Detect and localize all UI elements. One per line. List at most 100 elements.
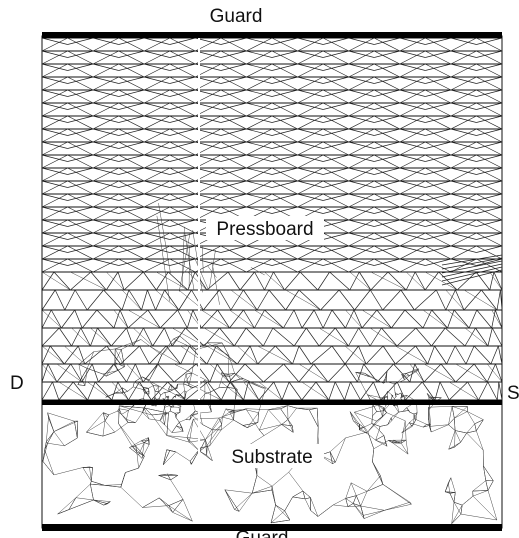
mesh-edge xyxy=(438,271,458,291)
mesh-edge xyxy=(166,435,190,443)
mesh-edge xyxy=(383,435,387,444)
mesh-edge xyxy=(142,376,150,381)
mesh-edge xyxy=(186,437,200,452)
mesh-edge xyxy=(374,180,400,188)
mesh-edge xyxy=(354,411,377,422)
mesh-edge xyxy=(376,410,384,412)
mesh-edge xyxy=(191,289,204,311)
mesh-edge xyxy=(229,309,244,329)
mesh-edge xyxy=(108,410,118,416)
mesh-edge xyxy=(309,407,318,411)
mesh-edge xyxy=(348,89,375,97)
mesh-edge xyxy=(428,406,453,408)
mesh-edge xyxy=(144,128,170,136)
mesh-edge xyxy=(129,447,139,455)
mesh-edge xyxy=(148,388,150,392)
mesh-edge xyxy=(297,76,324,91)
mesh-edge xyxy=(292,496,306,500)
mesh-edge xyxy=(172,499,184,513)
mesh-edge xyxy=(476,430,484,451)
mesh-edge xyxy=(413,419,417,425)
mesh-edge xyxy=(463,289,498,311)
mesh-edge xyxy=(450,50,477,58)
mesh-edge xyxy=(425,115,451,123)
mesh-edge xyxy=(92,50,119,65)
mesh-edge xyxy=(450,258,477,273)
mesh-edge xyxy=(41,271,55,291)
mesh-edge xyxy=(452,406,468,412)
mesh-edge xyxy=(166,413,169,436)
mesh-edge xyxy=(113,309,129,329)
mesh-edge xyxy=(450,102,477,110)
mesh-edge xyxy=(370,289,383,311)
mesh-edge xyxy=(367,416,383,433)
mesh-edge xyxy=(245,409,259,413)
mesh-edge xyxy=(395,394,399,396)
mesh-edge xyxy=(173,363,197,383)
mesh-edge xyxy=(381,396,385,399)
mesh-edge xyxy=(92,232,119,247)
mesh-edge xyxy=(137,398,144,401)
mesh-edge xyxy=(401,439,407,444)
mesh-edge xyxy=(472,490,489,492)
mesh-edge xyxy=(169,180,196,195)
mesh-edge xyxy=(406,370,419,374)
mesh-edge xyxy=(118,167,145,182)
mesh-edge xyxy=(476,245,503,253)
mesh-edge xyxy=(93,154,119,162)
mesh-edge xyxy=(118,50,145,58)
mesh-edge xyxy=(220,115,247,123)
mesh-edge xyxy=(347,505,361,507)
mesh-edge xyxy=(246,154,273,162)
mesh-edge xyxy=(115,348,122,350)
mesh-edge xyxy=(169,63,196,71)
mesh-edge xyxy=(297,206,324,214)
mesh-edge xyxy=(77,345,86,365)
mesh-edge xyxy=(396,381,406,401)
mesh-edge xyxy=(268,409,282,425)
mesh-edge xyxy=(246,76,273,91)
mesh-edge xyxy=(468,309,478,329)
mesh-edge xyxy=(41,271,71,291)
mesh-edge xyxy=(349,411,354,422)
mesh-edge xyxy=(246,128,273,136)
mesh-edge xyxy=(169,76,196,84)
mesh-edge xyxy=(429,426,432,433)
mesh-edge xyxy=(218,289,232,311)
mesh-edge xyxy=(67,128,94,143)
mesh-edge xyxy=(333,498,346,506)
mesh-edge xyxy=(401,374,405,381)
mesh-edge xyxy=(204,380,211,392)
mesh-edge xyxy=(445,289,456,311)
mesh-edge xyxy=(67,102,94,110)
mesh-edge xyxy=(374,167,400,182)
mesh-edge xyxy=(271,489,276,506)
mesh-edge xyxy=(460,505,463,515)
mesh-edge xyxy=(206,455,213,461)
mesh-edge xyxy=(272,327,295,347)
mesh-edge xyxy=(425,219,452,234)
mesh-edge xyxy=(376,309,392,329)
mesh-edge xyxy=(425,141,452,156)
mesh-edge xyxy=(254,271,265,291)
mesh-edge xyxy=(195,342,223,350)
mesh-edge xyxy=(301,309,315,329)
mesh-edge xyxy=(155,289,179,311)
mesh-edge xyxy=(448,406,453,425)
mesh-edge xyxy=(118,258,145,273)
mesh-edge xyxy=(406,271,426,291)
mesh-edge xyxy=(228,373,235,375)
mesh-edge xyxy=(93,50,119,58)
mesh-edge xyxy=(243,309,255,329)
mesh-edge xyxy=(93,102,119,110)
mesh-edge xyxy=(166,435,188,438)
mesh-edge xyxy=(476,102,503,117)
mesh-edge xyxy=(222,408,227,418)
mesh-edge xyxy=(259,409,269,431)
mesh-edge xyxy=(144,76,170,84)
mesh-edge xyxy=(41,245,68,253)
mesh-edge xyxy=(348,232,375,247)
mesh-edge xyxy=(348,219,375,227)
mesh-edge xyxy=(476,193,503,201)
mesh-edge xyxy=(184,390,187,393)
